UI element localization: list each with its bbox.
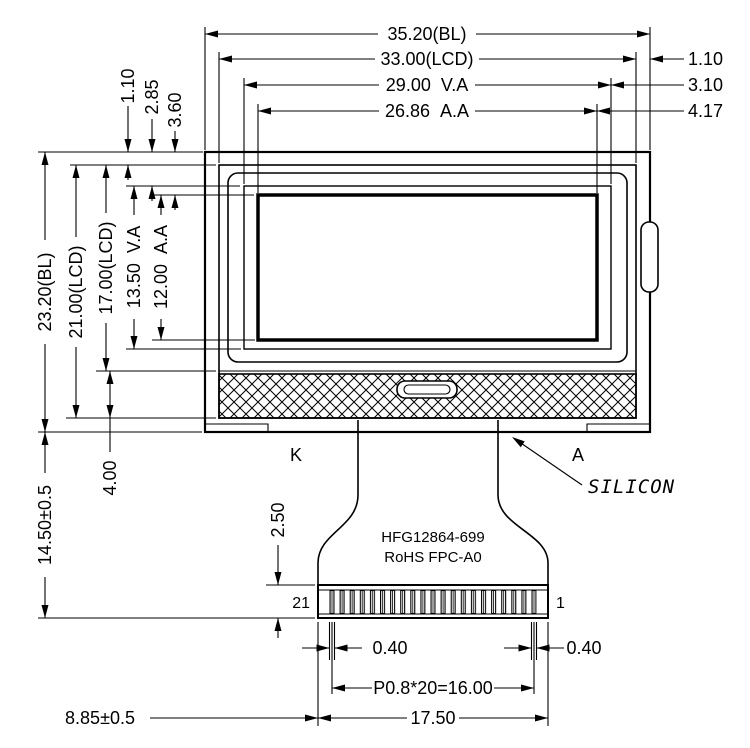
dim-pin-pitch: P0.8*20=16.00 — [373, 678, 493, 698]
dimension-texts: 35.20(BL) 33.00(LCD) 29.00 V.A 26.86 A.A… — [35, 24, 723, 728]
dim-va-width: 29.00 V.A — [386, 75, 468, 95]
frame-bottom-steps — [205, 423, 650, 432]
side-bump — [640, 221, 659, 293]
fpc-tail — [317, 420, 549, 619]
active-area-outline — [256, 193, 599, 342]
dim-lcd-height: 21.00(LCD) — [66, 245, 86, 338]
dim-right-va-margin: 3.10 — [688, 75, 723, 95]
dim-aa-height: 12.00 A.A — [151, 225, 171, 309]
viewing-area-outline — [243, 185, 612, 350]
dim-top-lcd-margin: 1.10 — [118, 68, 138, 103]
fpc-left-edge — [317, 420, 359, 585]
label-backlight-cathode: K — [290, 445, 302, 465]
module-body — [203, 150, 659, 434]
arrowheads — [41, 30, 663, 722]
center-slot-inner — [403, 384, 451, 395]
dim-right-lcd-margin: 1.10 — [688, 49, 723, 69]
label-silicon: SILICON — [588, 476, 675, 498]
dim-top-va-margin: 2.85 — [142, 79, 162, 114]
label-part-number: HFG12864-699 — [381, 529, 484, 546]
dim-top-aa-margin: 3.60 — [165, 92, 185, 127]
dim-va-height: 13.50 V.A — [124, 226, 144, 308]
dim-aa-width: 26.86 A.A — [385, 101, 469, 121]
extension-lines — [38, 27, 651, 726]
dim-pin-width-left: 0.40 — [372, 638, 407, 658]
silicon-arrowhead — [512, 437, 525, 448]
dim-fpc-offset: 8.85±0.5 — [65, 708, 135, 728]
dim-connector-width: 17.50 — [410, 708, 455, 728]
dim-silicon-ledge: 4.00 — [100, 460, 120, 495]
label-backlight-anode: A — [572, 445, 584, 465]
label-fpc-spec: RoHS FPC-A0 — [384, 549, 482, 566]
dim-fpc-length: 14.50±0.5 — [35, 485, 55, 565]
bezel-outline — [227, 172, 628, 363]
dim-connector-height: 2.50 — [268, 502, 288, 537]
part-labels: K A SILICON HFG12864-699 RoHS FPC-A0 21 … — [290, 445, 675, 612]
dim-lcd-glass-height: 17.00(LCD) — [96, 221, 116, 314]
dim-bl-height: 23.20(BL) — [35, 252, 55, 331]
pin-number-1: 1 — [556, 595, 565, 612]
connector-pins — [329, 590, 537, 614]
silicon-leader-line — [514, 438, 583, 486]
dim-right-aa-margin: 4.17 — [688, 101, 723, 121]
fpc-right-edge — [497, 420, 549, 585]
dim-lcd-width: 33.00(LCD) — [380, 49, 473, 69]
pin-number-21: 21 — [292, 595, 310, 612]
dim-pin-width-right: 0.40 — [566, 638, 601, 658]
dim-bl-width: 35.20(BL) — [387, 24, 466, 44]
